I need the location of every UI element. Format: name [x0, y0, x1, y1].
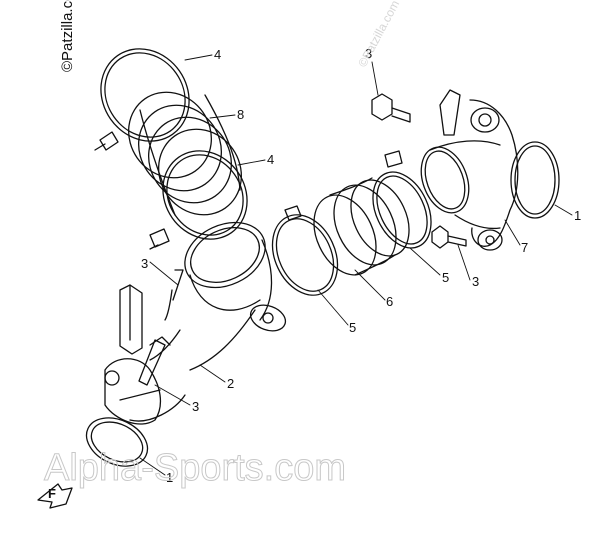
copyright-watermark-faint: ©Patzilla.com	[355, 0, 402, 69]
callout-2: 2	[227, 376, 234, 391]
front-indicator-label: F	[48, 486, 56, 501]
callout-3-bracket: 3	[141, 256, 148, 271]
bolt-upper-right	[371, 93, 411, 123]
callout-4-middle: 4	[267, 152, 274, 167]
bolt-lower	[138, 336, 171, 386]
callout-8: 8	[237, 107, 244, 122]
copyright-watermark: ©Patzilla.com	[59, 0, 76, 72]
front-arrow-icon	[37, 483, 73, 509]
bolt-adapter	[431, 225, 467, 249]
callout-labels: 4 8 4 3 1 7 3 5 6 5 3 2 3 1	[141, 46, 581, 485]
callout-5-left: 5	[349, 320, 356, 335]
site-watermark: Alpha-Sports.com	[44, 447, 346, 489]
callout-3-lower-bolt: 3	[192, 399, 199, 414]
throttle-adapter	[420, 89, 519, 251]
callout-6: 6	[386, 294, 393, 309]
gasket-lower	[85, 417, 149, 467]
clamp-center-left	[271, 205, 339, 296]
callout-1-lower: 1	[166, 470, 173, 485]
clamp-center-right	[372, 150, 432, 249]
callout-3-adapter-bolt: 3	[472, 274, 479, 289]
intake-tube	[104, 221, 287, 425]
coupler-boot	[313, 177, 410, 276]
callout-4-top: 4	[214, 47, 221, 62]
callout-3-top-bolt: 3	[365, 46, 372, 61]
callout-7: 7	[521, 240, 528, 255]
lower-bracket	[119, 269, 184, 355]
callout-1-right: 1	[574, 208, 581, 223]
callout-5-right: 5	[442, 270, 449, 285]
clamp-top-left	[94, 48, 190, 151]
clamp-middle-left	[149, 150, 248, 250]
leader-lines	[139, 54, 573, 476]
gasket-right	[510, 141, 560, 219]
